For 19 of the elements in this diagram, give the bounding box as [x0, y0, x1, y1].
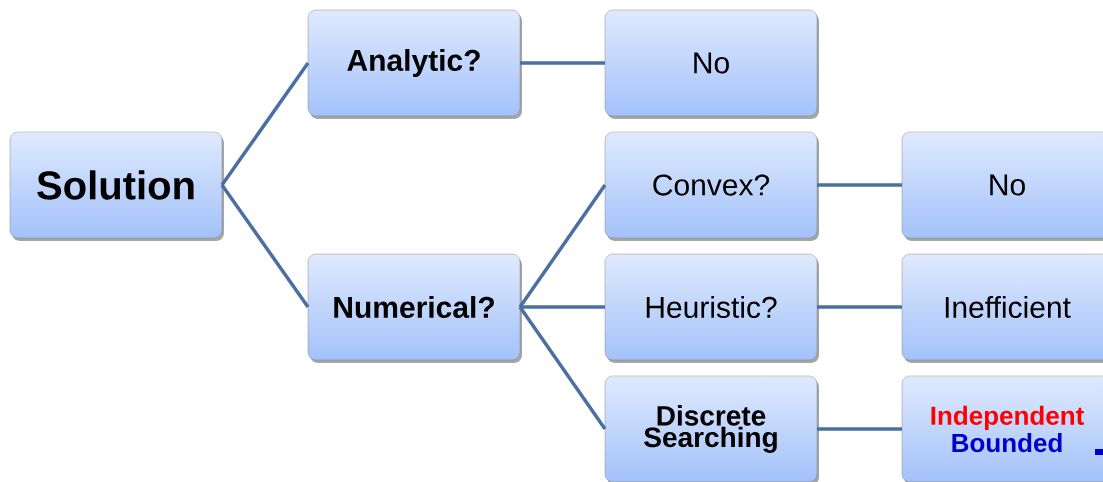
box: Inefficient	[901, 253, 1103, 363]
box: Heuristic?	[604, 253, 819, 363]
box: Solution	[9, 131, 224, 241]
box: Independent Bounded	[901, 375, 1103, 482]
connector-line	[520, 61, 605, 65]
box: Analytic?	[307, 9, 522, 119]
box: No	[901, 131, 1103, 241]
box: Convex?	[604, 131, 819, 241]
connector-line	[817, 305, 902, 309]
connector-line	[518, 306, 607, 430]
connector-line	[817, 183, 902, 187]
connector-line	[220, 184, 310, 308]
connector-line	[518, 184, 607, 308]
box: Numerical?	[307, 253, 522, 363]
box: No	[604, 9, 819, 119]
box: Discrete Searching	[604, 375, 819, 482]
connector-line	[817, 427, 902, 431]
connector-line	[220, 62, 310, 186]
connector-line	[520, 305, 605, 309]
